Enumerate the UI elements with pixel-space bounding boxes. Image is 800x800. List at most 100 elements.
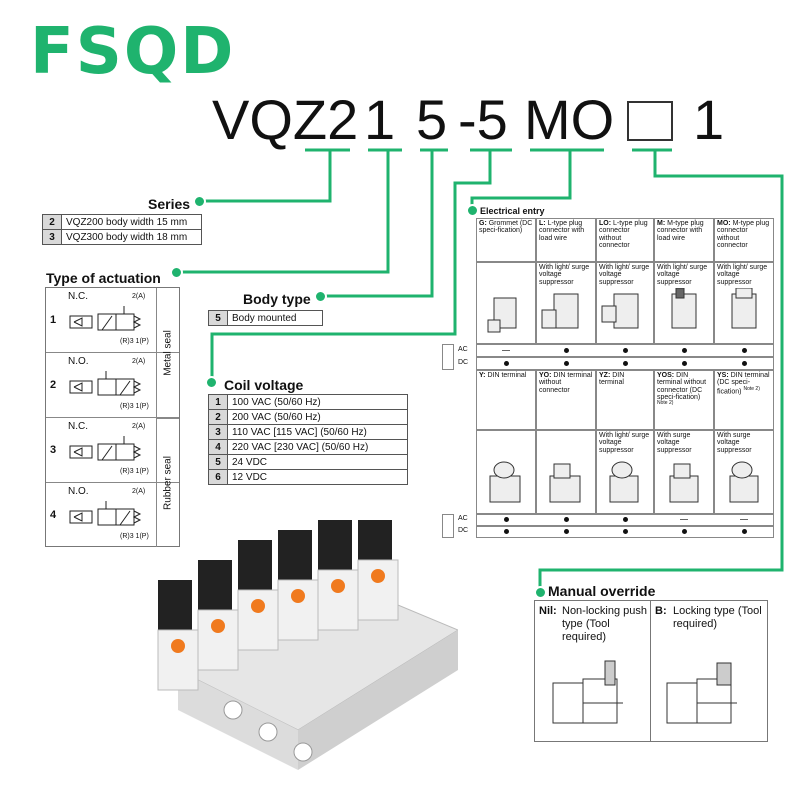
actuation-num: 3 [49,444,57,456]
actuation-num: 2 [49,379,57,391]
dc-mark-ys [742,529,747,534]
ac-mark-yo [564,517,569,522]
dc-mark-g [504,361,509,366]
dc-row-top [476,357,774,370]
series-code: 3 [42,229,62,245]
model-code-override-box [627,101,673,141]
port-label: 2(A) [132,293,146,300]
entry-cell-ys: YS: DIN terminal (DC speci-fication) Not… [714,370,774,430]
coil-voltage-title: Coil voltage [224,377,304,393]
model-code-suffix: 1 [693,88,725,151]
series-desc: VQZ200 body width 15 mm [61,214,202,230]
ac-mark-ys [740,519,748,520]
electrical-title: Electrical entry [480,206,545,216]
valve-symbol-icon [69,371,142,396]
series-code: 2 [42,214,62,230]
entry-image-ys: With surge voltage suppressor [714,430,774,514]
coil-desc: 100 VAC (50/60 Hz) [227,394,408,410]
ac-mark-l [564,348,569,353]
entry-image-yo [536,430,596,514]
port-label: (R)3 1(P) [120,468,149,475]
entry-image-y [476,430,536,514]
actuation-table: 1 N.C. 2(A) (R)3 1(P) 2 N.O. 2(A) (R)3 1… [45,287,180,547]
entry-image-l: With light/ surge voltage suppressor [536,262,596,344]
ac-mark-m [682,348,687,353]
override-nil-cell [535,601,651,741]
body-type-code: 5 [208,310,228,326]
entry-cell-mo: MO: M-type plug connector without connec… [714,218,774,262]
table-row: 4 N.O. 2(A) (R)3 1(P) [46,483,179,547]
model-code-voltage: -5 [458,88,508,151]
series-dot [193,195,206,208]
valve-symbol-icon [69,306,142,331]
electrical-dot [466,204,479,217]
entry-cell-lo: LO: L-type plug connector without connec… [596,218,654,262]
entry-cell-yz: YZ: DIN terminal [596,370,654,430]
port-label: 2(A) [132,423,146,430]
entry-cell-y: Y: DIN terminal [476,370,536,430]
entry-image-mo: With light/ surge voltage suppressor [714,262,774,344]
entry-image-m: With light/ surge voltage suppressor [654,262,714,344]
manual-override-dot [534,586,547,599]
override-b-desc: Locking type (Tool required) [673,605,762,631]
rubber-seal-label: Rubber seal [156,418,179,547]
dc-mark-m [682,361,687,366]
entry-cell-yo: YO: DIN terminal without connector [536,370,596,430]
valve-symbol-icon [69,501,142,526]
metal-seal-label: Metal seal [156,288,179,417]
coil-code: 4 [208,439,228,455]
coil-voltage-dot [205,376,218,389]
dc-mark-yos [682,529,687,534]
entry-image-yz: With light/ surge voltage suppressor [596,430,654,514]
ac-mark-yz [623,517,628,522]
manual-override-table: Nil: Non-locking push type (Tool require… [534,600,768,742]
applicable-voltage-label [442,514,454,538]
actuation-label: N.C. [68,291,88,302]
actuation-label: N.O. [68,486,89,497]
override-nil-desc: Non-locking push type (Tool required) [562,605,647,644]
coil-code: 1 [208,394,228,410]
dc-mark-y [504,529,509,534]
dc-mark-mo [742,361,747,366]
dc-label: DC [458,527,469,534]
actuation-label: N.O. [68,356,89,367]
ac-mark-yos [680,519,688,520]
ac-mark-y [504,517,509,522]
coil-code: 5 [208,454,228,470]
ac-mark-lo [623,348,628,353]
coil-code: 3 [208,424,228,440]
model-code-body: 5 [416,88,448,151]
model-code-electrical: MO [524,88,615,151]
table-row: 3 N.C. 2(A) (R)3 1(P) [46,418,179,483]
coil-code: 2 [208,409,228,425]
actuation-title: Type of actuation [46,270,161,286]
dc-mark-l [564,361,569,366]
coil-desc: 12 VDC [227,469,408,485]
entry-cell-yos: YOS: DIN terminal without connector (DC … [654,370,714,430]
entry-image-lo: With light/ surge voltage suppressor [596,262,654,344]
ac-mark-mo [742,348,747,353]
ac-row-top [476,344,774,357]
port-label: 2(A) [132,488,146,495]
connector-illustrations-bottom [489,461,759,503]
actuation-num: 1 [49,314,57,326]
coil-desc: 24 VDC [227,454,408,470]
coil-desc: 220 VAC [230 VAC] (50/60 Hz) [227,439,408,455]
entry-image-yos: With surge voltage suppressor [654,430,714,514]
port-label: 2(A) [132,358,146,365]
coil-desc: 200 VAC (50/60 Hz) [227,409,408,425]
brand-logo: FSQD [30,15,236,89]
body-type-title: Body type [243,291,311,307]
entry-cell-m: M: M-type plug connector with load wire [654,218,714,262]
actuation-dot [170,266,183,279]
ac-label: AC [458,515,468,522]
entry-cell-l: L: L-type plug connector with load wire [536,218,596,262]
actuation-num: 4 [49,509,57,521]
